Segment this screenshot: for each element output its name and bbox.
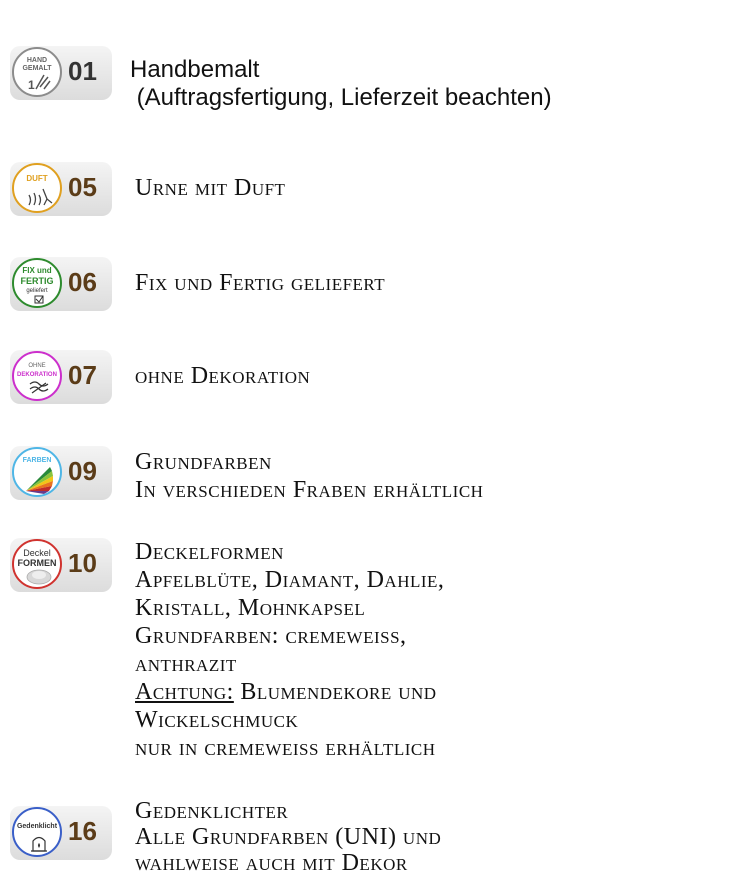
feature-badge-06: FIX und FERTIG geliefert 06 [10, 257, 112, 311]
memorial-candle-icon: Gedenklicht [12, 807, 62, 857]
feature-description: ohne Dekoration [135, 363, 311, 389]
no-decoration-icon: OHNE DEKORATION [12, 351, 62, 401]
feature-description: Deckelformen Apfelblüte, Diamant, Dahlie… [135, 539, 445, 761]
warning-label: Achtung: [135, 679, 234, 705]
lid-shapes-icon: Deckel FORMEN [12, 539, 62, 589]
ready-made-icon: FIX und FERTIG geliefert [12, 258, 62, 308]
feature-number: 10 [68, 548, 97, 578]
feature-number: 16 [68, 816, 97, 846]
feature-number: 07 [68, 360, 97, 390]
feature-description: Gedenklichter Alle Grundfarben (UNI) und… [135, 798, 442, 876]
feature-description: Urne mit Duft [135, 175, 286, 201]
feature-number: 05 [68, 172, 97, 202]
svg-text:1: 1 [28, 78, 35, 92]
feature-badge-16: Gedenklicht 16 [10, 806, 112, 860]
feature-badge-01: HAND GEMALT 1 01 [10, 46, 112, 100]
feature-number: 01 [68, 56, 97, 86]
feature-badge-10: Deckel FORMEN 10 [10, 538, 112, 592]
feature-description: Handbemalt (Auftragsfertigung, Lieferzei… [130, 56, 552, 111]
feature-badge-07: OHNE DEKORATION 07 [10, 350, 112, 404]
feature-badge-05: DUFT 05 [10, 162, 112, 216]
feature-number: 09 [68, 456, 97, 486]
hand-painted-icon: HAND GEMALT 1 [12, 47, 62, 97]
scent-icon: DUFT [12, 163, 62, 213]
feature-number: 06 [68, 267, 97, 297]
feature-badge-09: FARBEN 09 [10, 446, 112, 500]
feature-description: Grundfarben In verschieden Fraben erhält… [135, 449, 484, 503]
color-palette-icon: FARBEN [12, 447, 62, 497]
feature-description: Fix und Fertig geliefert [135, 270, 386, 296]
